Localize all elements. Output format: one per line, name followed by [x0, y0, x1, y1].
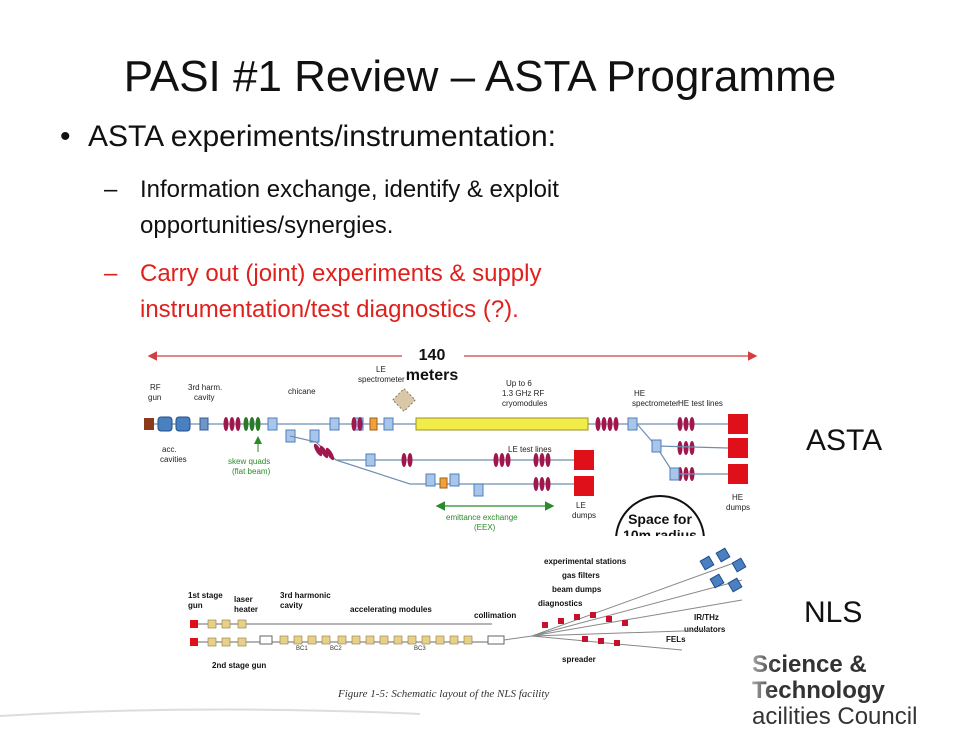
acc-cavity [157, 416, 173, 432]
slide-title: PASI #1 Review – ASTA Programme [123, 52, 837, 101]
logo-line-1: Science & Technology [752, 651, 885, 704]
dash: – [104, 176, 118, 203]
main-bullet: • ASTA experiments/instrumentation: [60, 120, 556, 154]
he-dump [728, 464, 748, 484]
dipole [383, 417, 394, 431]
quad [229, 417, 235, 431]
bottom-swoosh [0, 708, 421, 717]
nls-gas-filters: gas filters [562, 571, 600, 580]
quad [223, 417, 229, 431]
dipole [267, 417, 278, 431]
nls-fels: FELs [666, 635, 686, 644]
nls-bc1: BC1 [296, 646, 308, 652]
nls-accel-modules: accelerating modules [350, 605, 432, 614]
nls-3rd: 3rd harmonic [280, 591, 331, 600]
label-cavities: cavities [160, 455, 187, 464]
nls-irthz: IR/THz [694, 613, 719, 622]
nls-layout-diagram: 1st stage gun laser heater 3rd harmonic … [188, 547, 747, 670]
space-label-1: Space for [628, 511, 692, 527]
dipole [309, 429, 320, 443]
skew-quad [255, 417, 261, 431]
label-eex-1: emittance exchange [446, 513, 518, 522]
skew-quad [243, 417, 249, 431]
nls-collimation: collimation [474, 611, 516, 620]
asta-layout-diagram: 140 meters RF gun 3rd harm. cavity chica… [144, 344, 758, 536]
sub-bullet-2-text: Carry out (joint) experiments & supply i… [140, 260, 542, 323]
skew-quad [249, 417, 255, 431]
space-label-2: 10m radius [623, 527, 697, 536]
sub-bullet-1-text: Information exchange, identify & exploit… [140, 176, 559, 239]
label-eex-2: (EEX) [474, 523, 496, 532]
nls-laser: laser [234, 595, 253, 604]
nls-exp-stations: experimental stations [544, 557, 627, 566]
label-3rd-harm: 3rd harm. [188, 383, 222, 392]
label-cryomodules: cryomodules [502, 399, 547, 408]
nls-stage1: 1st stage [188, 591, 223, 600]
bullet-dot: • [60, 120, 71, 153]
he-branch-lines [636, 423, 729, 475]
length-label-bg [402, 344, 464, 384]
nls-undulators: undulators [684, 625, 726, 634]
nls-diagnostics: diagnostics [538, 599, 583, 608]
le-dump [574, 450, 594, 470]
label-gun: gun [148, 393, 161, 402]
asta-clip [140, 536, 780, 552]
label-le-dumps-2: dumps [572, 511, 596, 520]
le-spec-cavity [369, 417, 378, 431]
label-13ghz: 1.3 GHz RF [502, 389, 544, 398]
label-he: HE [634, 389, 645, 398]
le-spectrometer-magnet [391, 387, 417, 413]
label-he-spectrometer: spectrometer [632, 399, 679, 408]
label-he-dumps-1: HE [732, 493, 743, 502]
label-chicane: chicane [288, 387, 316, 396]
dipole [627, 417, 638, 431]
label-he-test-lines: HE test lines [678, 399, 723, 408]
label-acc: acc. [162, 445, 177, 454]
dipole [329, 417, 340, 431]
nls-spreader: spreader [562, 655, 596, 664]
space-circle [615, 495, 705, 536]
length-label-unit: meters [406, 367, 459, 384]
nls-stage2: 2nd stage gun [212, 661, 266, 670]
rf-gun [144, 418, 154, 430]
logo-fade [735, 648, 775, 708]
quad [235, 417, 241, 431]
label-le-dumps-1: LE [576, 501, 586, 510]
sub-bullet-1: – Information exchange, identify & explo… [104, 172, 724, 244]
length-label-number: 140 [419, 347, 446, 364]
nls-beam-dumps: beam dumps [552, 585, 602, 594]
dash: – [104, 260, 118, 287]
sub-bullet-2: – Carry out (joint) experiments & supply… [104, 256, 724, 328]
acc-cavity [175, 416, 191, 432]
cryomodules [415, 417, 589, 431]
label-nls: NLS [804, 596, 863, 629]
label-le-test-lines: LE test lines [508, 445, 552, 454]
label-flat-beam: (flat beam) [232, 467, 271, 476]
harmonic-cavity [199, 417, 209, 431]
nls-bc2: BC2 [330, 646, 342, 652]
label-asta: ASTA [806, 424, 883, 457]
label-upto6: Up to 6 [506, 379, 532, 388]
nls-bc3: BC3 [414, 646, 426, 652]
label-skew-quads: skew quads [228, 457, 270, 466]
le-dump [574, 476, 594, 496]
label-rf: RF [150, 383, 161, 392]
nls-gun: gun [188, 601, 203, 610]
main-bullet-text: ASTA experiments/instrumentation: [88, 120, 556, 153]
label-he-dumps-2: dumps [726, 503, 750, 512]
nls-heater: heater [234, 605, 258, 614]
he-dump [728, 414, 748, 434]
label-cavity: cavity [194, 393, 214, 402]
label-le-spectrometer: spectrometer [358, 375, 405, 384]
he-dump [728, 438, 748, 458]
nls-cavity: cavity [280, 601, 303, 610]
nls-caption: Figure 1-5: Schematic layout of the NLS … [338, 688, 550, 700]
label-le: LE [376, 365, 386, 374]
